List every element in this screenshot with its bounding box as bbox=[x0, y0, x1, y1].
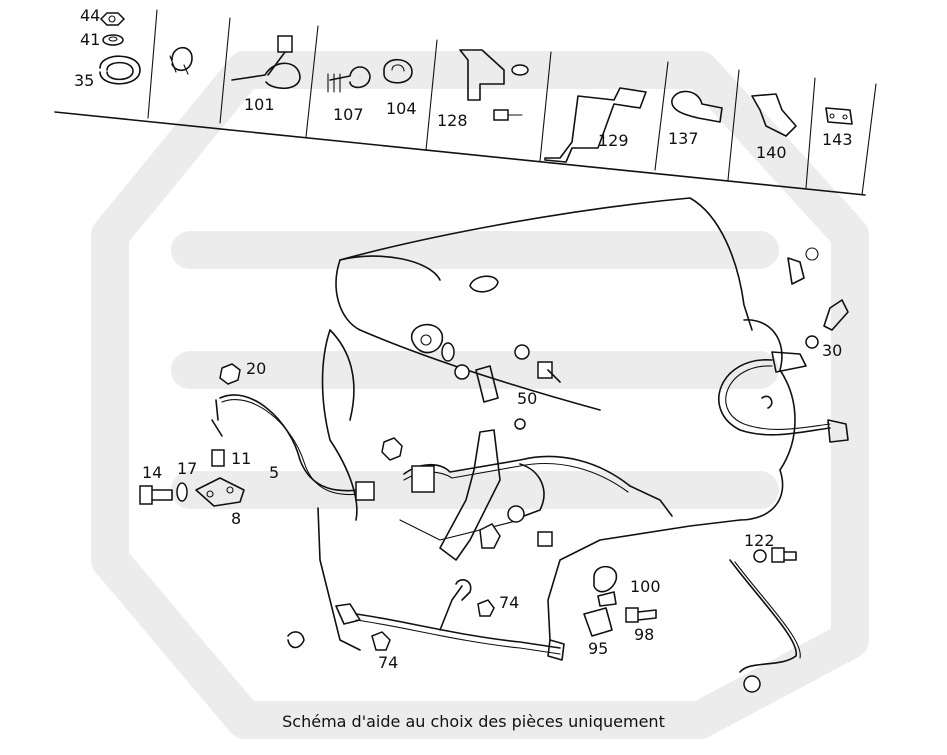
diagram-caption: Schéma d'aide au choix des pièces unique… bbox=[282, 712, 665, 731]
gasket-parts-50 bbox=[381, 323, 561, 461]
label-30: 30 bbox=[822, 341, 842, 360]
label-5: 5 bbox=[269, 463, 279, 482]
label-50: 50 bbox=[517, 389, 537, 408]
label-8: 8 bbox=[231, 509, 241, 528]
bolt-14 bbox=[139, 485, 173, 505]
label-122: 122 bbox=[744, 531, 775, 550]
label-95: 95 bbox=[588, 639, 608, 658]
label-140: 140 bbox=[756, 143, 787, 162]
parts-header-strip bbox=[54, 9, 877, 196]
label-74-upper: 74 bbox=[499, 593, 519, 612]
header-part-44-41-35 bbox=[99, 12, 141, 85]
diagram-callout-labels: 20 14 17 11 5 8 50 30 122 100 98 95 74 7… bbox=[142, 341, 842, 672]
header-callout-labels: 44 41 35 101 107 104 128 129 137 140 143 bbox=[74, 6, 853, 162]
label-107: 107 bbox=[333, 105, 364, 124]
nut-11 bbox=[211, 449, 225, 467]
label-74-lower: 74 bbox=[378, 653, 398, 672]
lower-cable-74 bbox=[335, 579, 565, 661]
ground-strap-122 bbox=[729, 547, 801, 693]
bracket-8 bbox=[195, 477, 245, 507]
header-part-140 bbox=[751, 93, 797, 137]
label-44: 44 bbox=[80, 6, 100, 25]
throttle-linkage bbox=[403, 429, 673, 561]
label-128: 128 bbox=[437, 111, 468, 130]
label-41: 41 bbox=[80, 30, 100, 49]
label-101: 101 bbox=[244, 95, 275, 114]
header-part-107 bbox=[327, 66, 371, 93]
washer-17 bbox=[176, 482, 188, 502]
header-part-129 bbox=[544, 87, 647, 163]
header-part-137 bbox=[671, 90, 723, 123]
sensor-cable-30 bbox=[718, 247, 849, 443]
header-part-104 bbox=[383, 58, 413, 84]
header-part-128 bbox=[459, 49, 529, 121]
sensor-cable-5 bbox=[211, 394, 375, 501]
label-11: 11 bbox=[231, 449, 251, 468]
label-104: 104 bbox=[386, 99, 417, 118]
label-137: 137 bbox=[668, 129, 699, 148]
label-20: 20 bbox=[246, 359, 266, 378]
label-98: 98 bbox=[634, 625, 654, 644]
header-part-clip bbox=[169, 46, 193, 75]
nut-20 bbox=[219, 363, 241, 385]
label-143: 143 bbox=[822, 130, 853, 149]
label-17: 17 bbox=[177, 459, 197, 478]
header-part-101 bbox=[231, 35, 301, 90]
bracket-100-95-98 bbox=[583, 565, 657, 637]
label-100: 100 bbox=[630, 577, 661, 596]
watermark-logo bbox=[91, 51, 869, 739]
label-14: 14 bbox=[142, 463, 162, 482]
label-129: 129 bbox=[598, 131, 629, 150]
header-part-143 bbox=[825, 107, 853, 125]
label-35: 35 bbox=[74, 71, 94, 90]
